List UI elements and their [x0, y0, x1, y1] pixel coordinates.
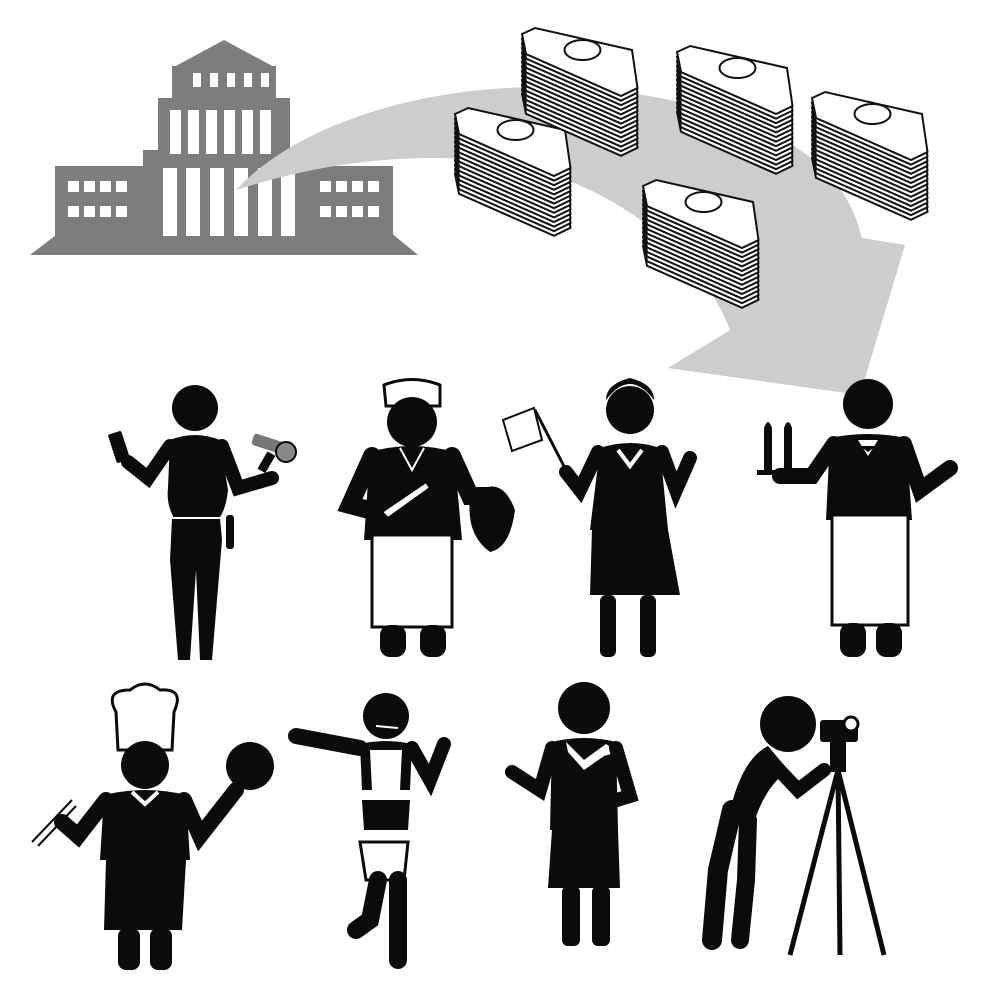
banknote-stack-icon-5: [641, 178, 760, 309]
chef-icon: [31, 682, 274, 970]
banknote-stack-icon-3: [675, 44, 794, 175]
waiter-icon: [757, 379, 958, 657]
tour-guide-icon: [501, 378, 697, 657]
photographer-icon: [702, 696, 887, 956]
instructor-icon: [288, 693, 451, 969]
curved-arrow-icon: [236, 86, 905, 396]
banknote-stack-icon-2: [520, 26, 639, 157]
banknote-stack-icon-4: [810, 90, 929, 221]
fishmonger-icon: [337, 378, 515, 657]
government-building-icon: [30, 40, 418, 255]
hairdresser-icon: [108, 385, 297, 660]
banknote-stack-icon-1: [453, 106, 572, 237]
flight-attendant-icon: [505, 682, 639, 946]
money-stacks: [453, 26, 929, 309]
